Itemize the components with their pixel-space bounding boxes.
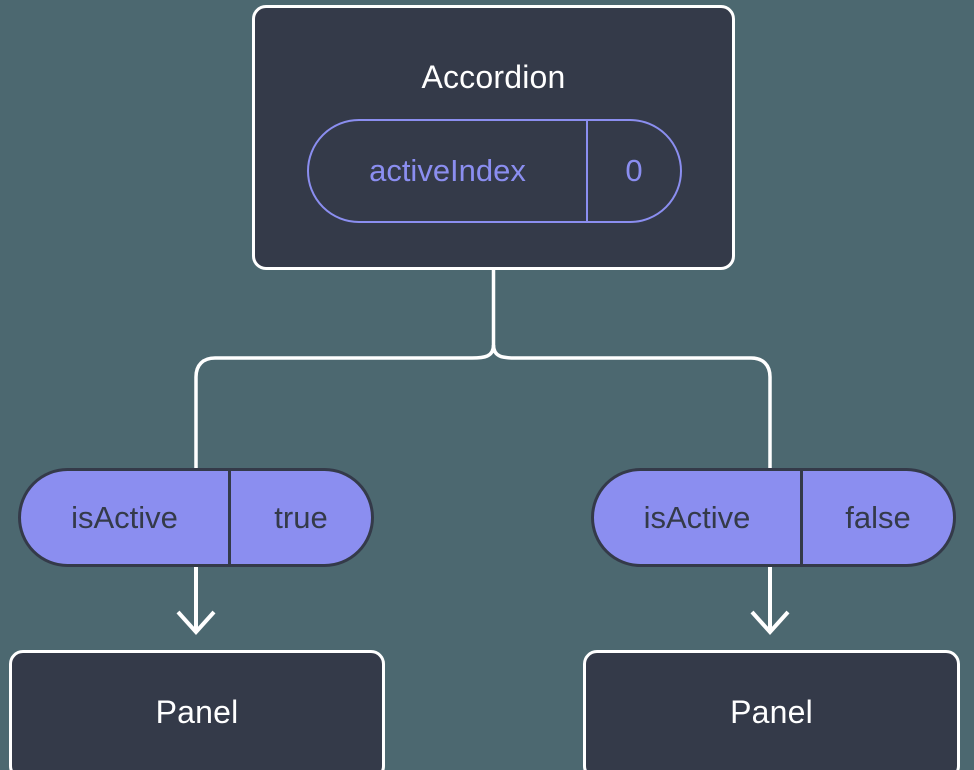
accordion-title: Accordion [421, 59, 566, 95]
connector-branch-right [491, 344, 772, 468]
prop-pill-right-isactive[interactable]: isActive false [591, 468, 956, 567]
arrow-head-left-icon [176, 610, 216, 635]
node-panel-left[interactable]: Panel [9, 650, 385, 770]
connector-branch-left [194, 344, 496, 468]
state-pill-activeindex[interactable]: activeIndex 0 [307, 119, 682, 223]
panel-left-title: Panel [155, 694, 239, 730]
prop-pill-right-key: isActive [594, 471, 803, 564]
panel-right-title: Panel [730, 694, 813, 730]
prop-pill-left-key: isActive [21, 471, 231, 564]
prop-pill-left-value: true [274, 499, 328, 535]
node-panel-right[interactable]: Panel [583, 650, 960, 770]
prop-pill-right-value: false [845, 499, 911, 535]
state-pill-key: activeIndex [309, 121, 588, 221]
arrow-head-right-icon [750, 610, 790, 635]
state-pill-value: 0 [625, 153, 643, 188]
prop-pill-left-isactive[interactable]: isActive true [18, 468, 374, 567]
